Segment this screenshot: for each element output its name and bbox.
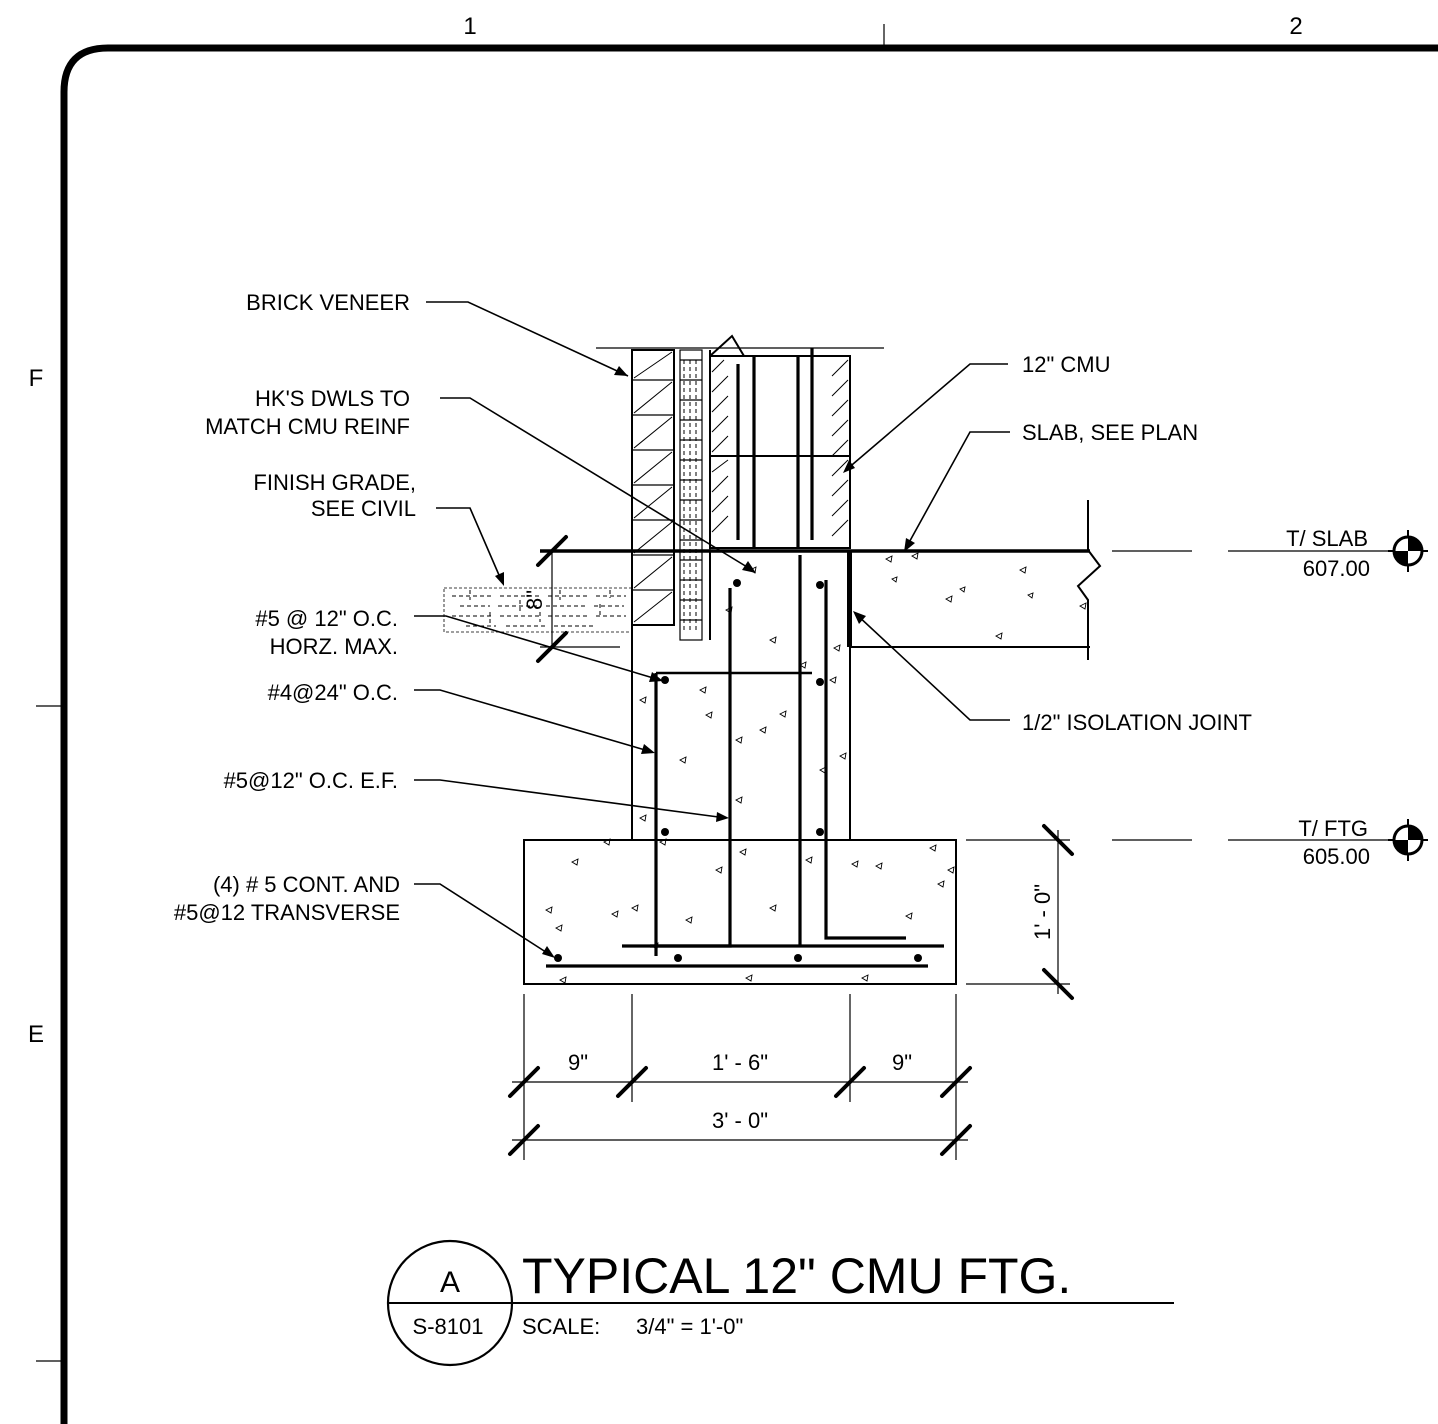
- detail-id: A: [440, 1266, 460, 1299]
- label-cmu: 12" CMU: [1022, 352, 1111, 377]
- label-vert-bar-4: #4@24" O.C.: [268, 680, 398, 705]
- leaders-right: [843, 363, 1010, 721]
- detail-sheet-ref: S-8101: [413, 1314, 484, 1339]
- label-horiz-bar-line1: #5 @ 12" O.C.: [255, 606, 398, 631]
- grid-column-1: 1: [463, 13, 476, 40]
- elevation-slab-label: T/ SLAB: [1286, 526, 1368, 551]
- rebar-dots: [554, 579, 922, 962]
- footing-width-dimensions: [508, 994, 972, 1160]
- elevation-target-slab: [1388, 530, 1428, 572]
- label-ef-bar: #5@12" O.C. E.F.: [224, 768, 398, 793]
- detail-scale-label: SCALE:: [522, 1314, 600, 1339]
- dim-slab-thickness: 8": [522, 590, 547, 610]
- label-hk-dwls-line1: HK'S DWLS TO: [255, 386, 410, 411]
- detail-scale-value: 3/4" = 1'-0": [636, 1314, 743, 1339]
- elevation-target-ftg: [1388, 819, 1428, 861]
- elevation-slab-value: 607.00: [1303, 556, 1370, 581]
- elevation-lines: [966, 550, 1390, 985]
- slab: [540, 500, 1102, 660]
- elevation-ftg-value: 605.00: [1303, 844, 1370, 869]
- stem-wall: [631, 551, 851, 840]
- concrete-aggregate: [545, 552, 1087, 984]
- dim-stem-width: 1' - 6": [712, 1050, 768, 1075]
- label-cont-line1: (4) # 5 CONT. AND: [213, 872, 400, 897]
- leaders-left: [414, 301, 756, 958]
- label-brick-veneer: BRICK VENEER: [246, 290, 410, 315]
- elevation-ftg-label: T/ FTG: [1298, 816, 1368, 841]
- stem-reinforcing: [546, 555, 944, 968]
- dim-left-projection: 9": [568, 1050, 588, 1075]
- label-cont-line2: #5@12 TRANSVERSE: [174, 900, 400, 925]
- detail-title: TYPICAL 12" CMU FTG.: [522, 1248, 1071, 1304]
- label-slab: SLAB, SEE PLAN: [1022, 420, 1198, 445]
- sheet-border: [36, 24, 1438, 1424]
- grid-row-e: E: [28, 1021, 44, 1048]
- dim-right-projection: 9": [892, 1050, 912, 1075]
- slab-thickness-dimension: [536, 535, 620, 663]
- grid-row-f: F: [29, 365, 44, 392]
- cmu-wall: [596, 334, 884, 549]
- label-horiz-bar-line2: HORZ. MAX.: [270, 634, 398, 659]
- dim-footing-depth: 1' - 0": [1030, 884, 1055, 940]
- label-isolation-joint: 1/2" ISOLATION JOINT: [1022, 710, 1252, 735]
- detail-title-block: A S-8101 TYPICAL 12" CMU FTG. SCALE: 3/4…: [386, 1239, 1174, 1367]
- label-hk-dwls-line2: MATCH CMU REINF: [205, 414, 410, 439]
- label-finish-grade-line2: SEE CIVIL: [311, 496, 416, 521]
- brick-veneer: [631, 349, 711, 641]
- footing-depth-dimension: [1042, 824, 1074, 1000]
- label-finish-grade-line1: FINISH GRADE,: [253, 470, 416, 495]
- dim-footing-width: 3' - 0": [712, 1108, 768, 1133]
- footing: [523, 839, 957, 985]
- grid-column-2: 2: [1289, 13, 1302, 40]
